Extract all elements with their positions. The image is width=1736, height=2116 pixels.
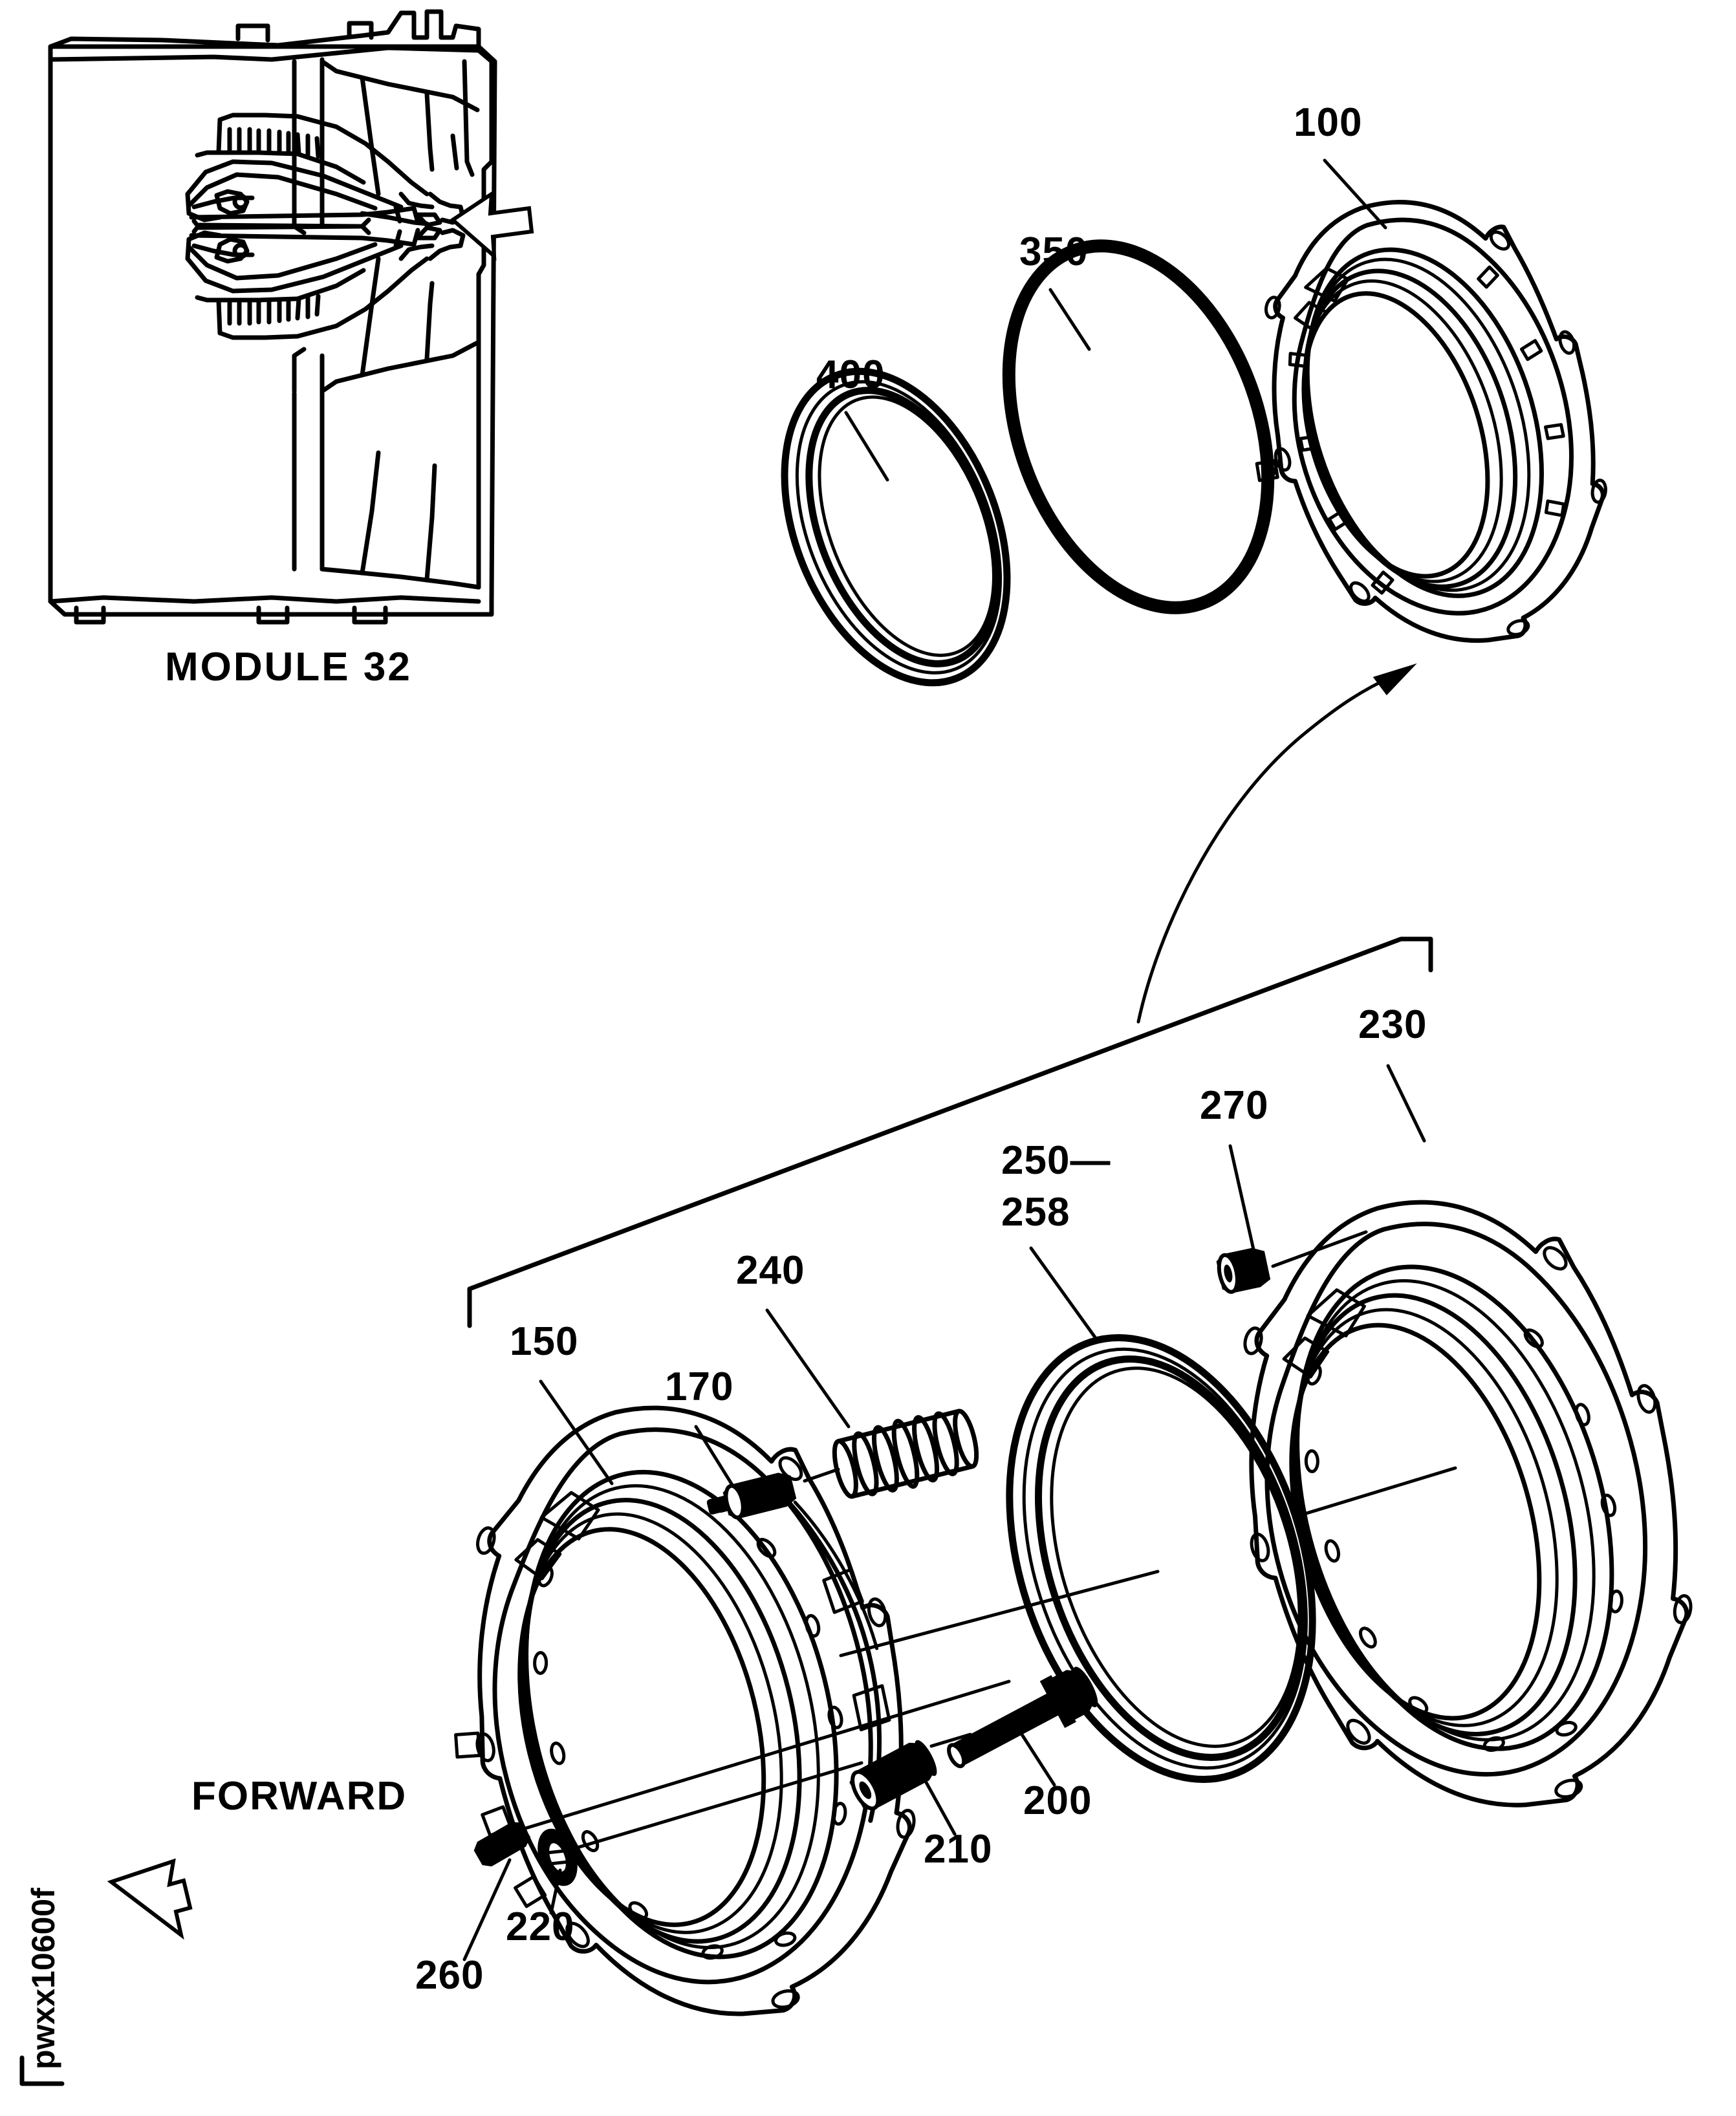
leader-100: [1323, 158, 1387, 230]
callout-258: 258: [1001, 1190, 1070, 1235]
assembly-axis: [496, 1679, 1011, 1839]
part-270-bushing: [1216, 1230, 1368, 1294]
leader-210: [911, 1757, 957, 1836]
ref-line-250-258: [839, 1570, 1160, 1657]
leader-200: [1017, 1729, 1056, 1787]
module-caption: MODULE 32: [165, 645, 412, 689]
bolt-axis-left: [556, 1761, 863, 1855]
watermark: pwxx10600f: [19, 1888, 65, 2086]
leader-240: [765, 1308, 851, 1429]
callout-150: 150: [510, 1319, 578, 1364]
callout-260: 260: [415, 1953, 484, 1998]
leader-250-258: [1029, 1246, 1099, 1342]
subassembly-bracket: [467, 936, 1433, 1328]
spring-axis: [803, 1467, 840, 1483]
part-210-spacer-sleeve: [849, 1740, 937, 1811]
callout-350: 350: [1019, 230, 1088, 274]
callout-270: 270: [1200, 1083, 1268, 1128]
callout-leaders: [462, 158, 1457, 1961]
leader-150: [539, 1379, 614, 1485]
callout-240: 240: [736, 1248, 805, 1293]
leader-400: [844, 411, 889, 482]
part-100-front-case-ring: [1255, 200, 1607, 643]
callout-200: 200: [1023, 1778, 1092, 1823]
forward-indicator: FORWARD: [107, 1774, 407, 1940]
forward-arrow-icon: [107, 1858, 193, 1940]
callout-250: 250—: [1001, 1138, 1111, 1183]
callout-400: 400: [816, 352, 885, 397]
bolt-axis-mid: [929, 1733, 972, 1748]
leader-220: [549, 1868, 562, 1915]
callout-220: 220: [506, 1905, 574, 1949]
part-170-plunger: [706, 1473, 797, 1520]
part-250-258-seal-ring-set: [1006, 1334, 1316, 1783]
leader-230: [1386, 1064, 1426, 1143]
part-240-coil-spring: [832, 1409, 979, 1499]
leader-270: [1228, 1144, 1255, 1251]
part-200-bolt: [947, 1667, 1098, 1769]
part-220-nut: [537, 1828, 578, 1886]
part-350-o-ring: [1002, 239, 1275, 614]
callout-100: 100: [1294, 100, 1362, 145]
leader-170: [694, 1425, 734, 1487]
callout-230: 230: [1358, 1002, 1427, 1047]
leader-350: [1048, 288, 1091, 351]
assembly-direction-arrow: [1136, 663, 1417, 1024]
callout-210: 210: [924, 1827, 992, 1872]
forward-label: FORWARD: [191, 1774, 407, 1819]
callout-170: 170: [665, 1365, 733, 1409]
callout-labels: 100 350 400 230 270 250— 258 240 150 170…: [415, 100, 1427, 1998]
leader-260: [462, 1858, 512, 1961]
watermark-text: pwxx10600f: [25, 1888, 61, 2069]
part-260-key-pin: [473, 1822, 531, 1867]
ref-line-230: [1305, 1466, 1457, 1515]
module-inset-drawing: [48, 9, 534, 625]
